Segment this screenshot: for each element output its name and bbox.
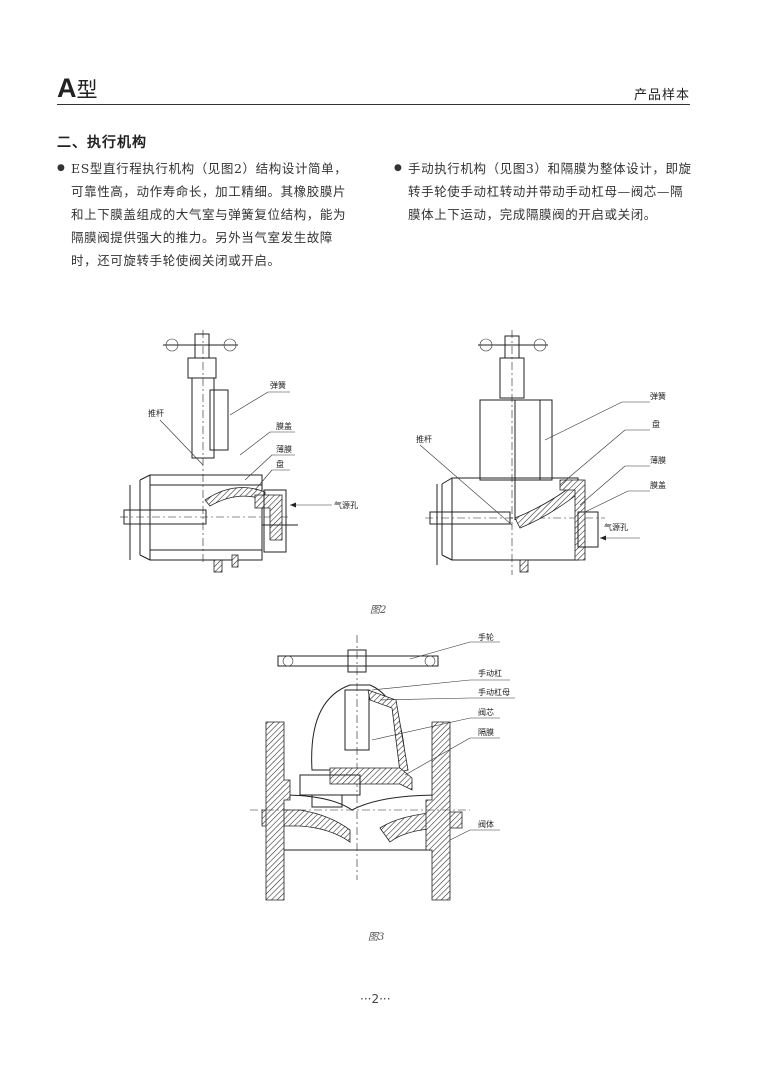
fig2-right-label-air-port: 气源孔 (604, 522, 628, 532)
fig3-label-diaphragm: 隔膜 (478, 727, 494, 737)
figure2-caption: 图2 (370, 605, 387, 616)
fig2-left-label-disc: 盘 (276, 459, 284, 469)
header-divider (57, 104, 690, 105)
fig3-label-handwheel: 手轮 (478, 632, 494, 642)
figure3-drawing (250, 635, 515, 901)
product-sample-label: 产品样本 (633, 88, 690, 103)
fig2-left-label-spring: 弹簧 (270, 380, 286, 390)
fig2-right-label-diaphragm: 薄膜 (650, 455, 666, 465)
fig2-right-label-push-rod: 推杆 (416, 434, 432, 444)
fig2-right-label-diaphragm-cover: 膜盖 (650, 480, 666, 490)
page-number: ···2··· (360, 992, 391, 1006)
fig2-left-label-diaphragm: 薄膜 (276, 444, 292, 454)
fig2-right-label-disc: 盘 (652, 419, 660, 429)
brand-letter: A (57, 73, 77, 103)
paragraph-right-text: 手动执行机构（见图3）和隔膜为整体设计，即旋转手轮使手动杠转动并带动手动杠母—阀… (408, 161, 692, 222)
fig2-right-label-spring: 弹簧 (650, 391, 666, 401)
fig3-label-manual-stem-nut: 手动杠母 (478, 687, 510, 697)
bullet-icon: ● (57, 163, 66, 173)
fig2-left-label-push-rod: 推杆 (148, 408, 164, 418)
fig3-label-manual-stem: 手动杠 (478, 668, 502, 678)
paragraph-left-text: ES型直行程执行机构（见图2）结构设计简单，可靠性高，动作寿命长，加工精细。其橡… (71, 161, 348, 268)
fig2-left-label-diaphragm-cover: 膜盖 (276, 421, 292, 431)
fig3-label-valve-body: 阀体 (478, 819, 494, 829)
fig3-label-valve-core: 阀芯 (478, 707, 494, 717)
brand-title: A型 (57, 74, 98, 104)
fig2-left-label-air-port: 气源孔 (334, 500, 358, 510)
brand-type: 型 (76, 78, 98, 102)
figure2-left-drawing (120, 330, 332, 573)
figure2-right-drawing (419, 330, 650, 575)
bullet-icon: ● (394, 163, 403, 173)
figure3-caption: 图3 (368, 932, 385, 943)
paragraph-right: ● 手动执行机构（见图3）和隔膜为整体设计，即旋转手轮使手动杠转动并带动手动杠母… (394, 157, 694, 226)
section-title: 二、执行机构 (57, 135, 147, 151)
paragraph-left: ● ES型直行程执行机构（见图2）结构设计简单，可靠性高，动作寿命长，加工精细。… (57, 157, 357, 272)
